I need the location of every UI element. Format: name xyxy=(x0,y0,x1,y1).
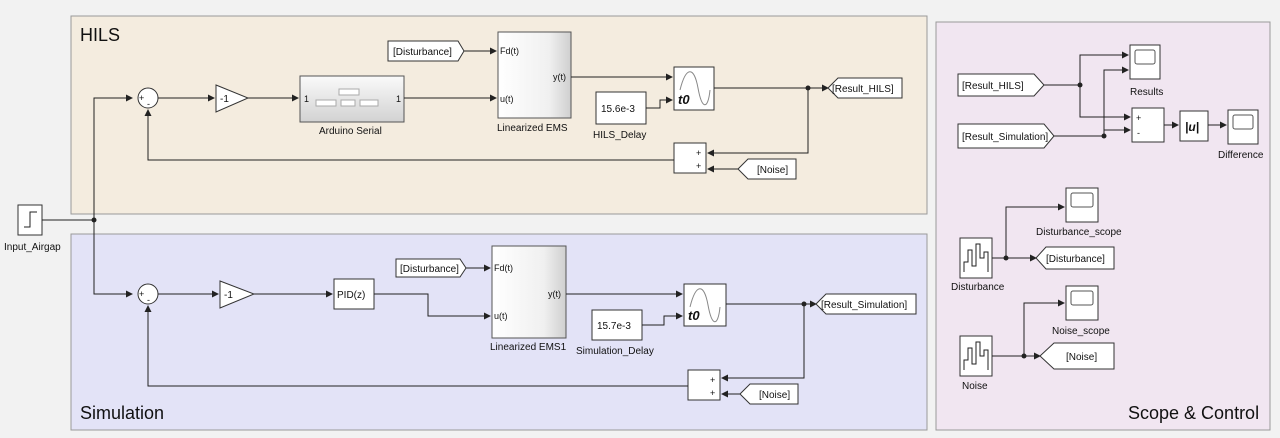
svg-text:[Result_Simulation]: [Result_Simulation] xyxy=(821,300,907,311)
result-hils-from-tag[interactable]: [Result_HILS] xyxy=(957,73,1045,97)
hils-gain-block[interactable]: -1 xyxy=(215,84,250,113)
svg-text:+: + xyxy=(696,161,701,171)
svg-text:|u|: |u| xyxy=(1185,120,1199,134)
svg-text:[Noise]: [Noise] xyxy=(759,390,790,401)
svg-text:y(t): y(t) xyxy=(548,289,561,299)
linearized-ems1-block[interactable]: Fd(t) u(t) y(t) xyxy=(491,245,567,339)
svg-text:[Result_Simulation]: [Result_Simulation] xyxy=(962,132,1048,143)
hils-variable-delay-block[interactable]: t0 xyxy=(673,66,715,111)
svg-text:-: - xyxy=(147,295,150,305)
svg-text:[Disturbance]: [Disturbance] xyxy=(400,264,459,275)
arduino-serial-block[interactable]: 1 1 xyxy=(299,75,405,123)
disturbance-goto-tag[interactable]: [Disturbance] xyxy=(1035,246,1115,270)
sim-delay-constant[interactable]: 15.7e-3 xyxy=(591,309,643,341)
sim-sum-block[interactable]: + - xyxy=(137,283,159,305)
svg-text:-: - xyxy=(147,99,150,109)
svg-text:+: + xyxy=(696,148,701,158)
svg-text:u(t): u(t) xyxy=(494,311,508,321)
sim-noise-sum-block[interactable]: + + xyxy=(687,369,721,401)
noise-scope-block[interactable] xyxy=(1065,285,1099,321)
linearized-ems-label: Linearized EMS xyxy=(497,123,568,134)
linearized-ems-block[interactable]: Fd(t) u(t) y(t) xyxy=(497,31,572,119)
svg-text:[Disturbance]: [Disturbance] xyxy=(393,47,452,58)
noise-scope-label: Noise_scope xyxy=(1052,326,1110,337)
sim-disturbance-from-tag[interactable]: [Disturbance] xyxy=(395,258,467,278)
noise-source-block[interactable] xyxy=(959,335,993,377)
scope-control-area-title: Scope & Control xyxy=(1128,403,1259,423)
svg-text:+: + xyxy=(710,388,715,398)
disturbance-scope-block[interactable] xyxy=(1065,187,1099,223)
hils-disturbance-from-tag[interactable]: [Disturbance] xyxy=(387,40,465,62)
arduino-serial-label: Arduino Serial xyxy=(319,126,382,137)
disturbance-source-label: Disturbance xyxy=(951,282,1005,293)
input-airgap-step-block[interactable] xyxy=(17,204,43,236)
noise-goto-tag[interactable]: [Noise] xyxy=(1039,342,1115,370)
svg-text:15.6e-3: 15.6e-3 xyxy=(601,104,635,115)
svg-text:+: + xyxy=(710,375,715,385)
svg-text:[Noise]: [Noise] xyxy=(1066,352,1097,363)
difference-scope-block[interactable] xyxy=(1227,109,1259,145)
pid-controller-block[interactable]: PID(z) xyxy=(333,278,375,310)
disturbance-source-block[interactable] xyxy=(959,237,993,279)
abs-block[interactable]: |u| xyxy=(1179,110,1209,142)
sim-delay-label: Simulation_Delay xyxy=(576,346,654,357)
hils-area-title: HILS xyxy=(80,25,120,45)
linearized-ems1-label: Linearized EMS1 xyxy=(490,342,567,353)
svg-text:+: + xyxy=(139,93,144,103)
sim-variable-delay-block[interactable]: t0 xyxy=(683,283,727,327)
svg-text:[Result_HILS]: [Result_HILS] xyxy=(962,81,1024,92)
svg-text:t0: t0 xyxy=(688,308,700,323)
svg-text:Fd(t): Fd(t) xyxy=(494,263,513,273)
sim-noise-from-tag[interactable]: [Noise] xyxy=(739,383,799,405)
hils-noise-sum-block[interactable]: + + xyxy=(673,142,707,174)
svg-text:-1: -1 xyxy=(220,94,229,105)
difference-subtract-block[interactable]: + - xyxy=(1131,107,1165,143)
result-hils-goto-tag[interactable]: [Result_HILS] xyxy=(827,77,903,99)
svg-text:+: + xyxy=(1136,113,1141,123)
svg-text:1: 1 xyxy=(304,94,309,104)
hils-delay-constant[interactable]: 15.6e-3 xyxy=(595,91,647,125)
svg-text:[Result_HILS]: [Result_HILS] xyxy=(832,84,894,95)
hils-noise-from-tag[interactable]: [Noise] xyxy=(737,158,797,180)
sim-gain-block[interactable]: -1 xyxy=(219,280,256,309)
disturbance-scope-label: Disturbance_scope xyxy=(1036,227,1122,238)
noise-source-label: Noise xyxy=(962,381,988,392)
svg-text:-1: -1 xyxy=(224,290,233,301)
difference-scope-label: Difference xyxy=(1218,150,1264,161)
svg-text:u(t): u(t) xyxy=(500,94,514,104)
svg-text:PID(z): PID(z) xyxy=(337,290,365,301)
svg-text:Fd(t): Fd(t) xyxy=(500,46,519,56)
results-scope-label: Results xyxy=(1130,87,1163,98)
svg-text:[Noise]: [Noise] xyxy=(757,165,788,176)
input-airgap-label: Input_Airgap xyxy=(4,242,61,253)
result-sim-goto-tag[interactable]: [Result_Simulation] xyxy=(815,293,917,315)
svg-text:15.7e-3: 15.7e-3 xyxy=(597,321,631,332)
svg-text:[Disturbance]: [Disturbance] xyxy=(1046,254,1105,265)
svg-text:+: + xyxy=(139,289,144,299)
hils-delay-label: HILS_Delay xyxy=(593,130,646,141)
svg-text:t0: t0 xyxy=(678,92,690,107)
result-sim-from-tag[interactable]: [Result_Simulation] xyxy=(957,123,1055,149)
svg-text:1: 1 xyxy=(396,94,401,104)
svg-text:-: - xyxy=(1137,128,1140,138)
simulation-area-title: Simulation xyxy=(80,403,164,423)
results-scope-block[interactable] xyxy=(1129,44,1161,80)
svg-text:y(t): y(t) xyxy=(553,72,566,82)
